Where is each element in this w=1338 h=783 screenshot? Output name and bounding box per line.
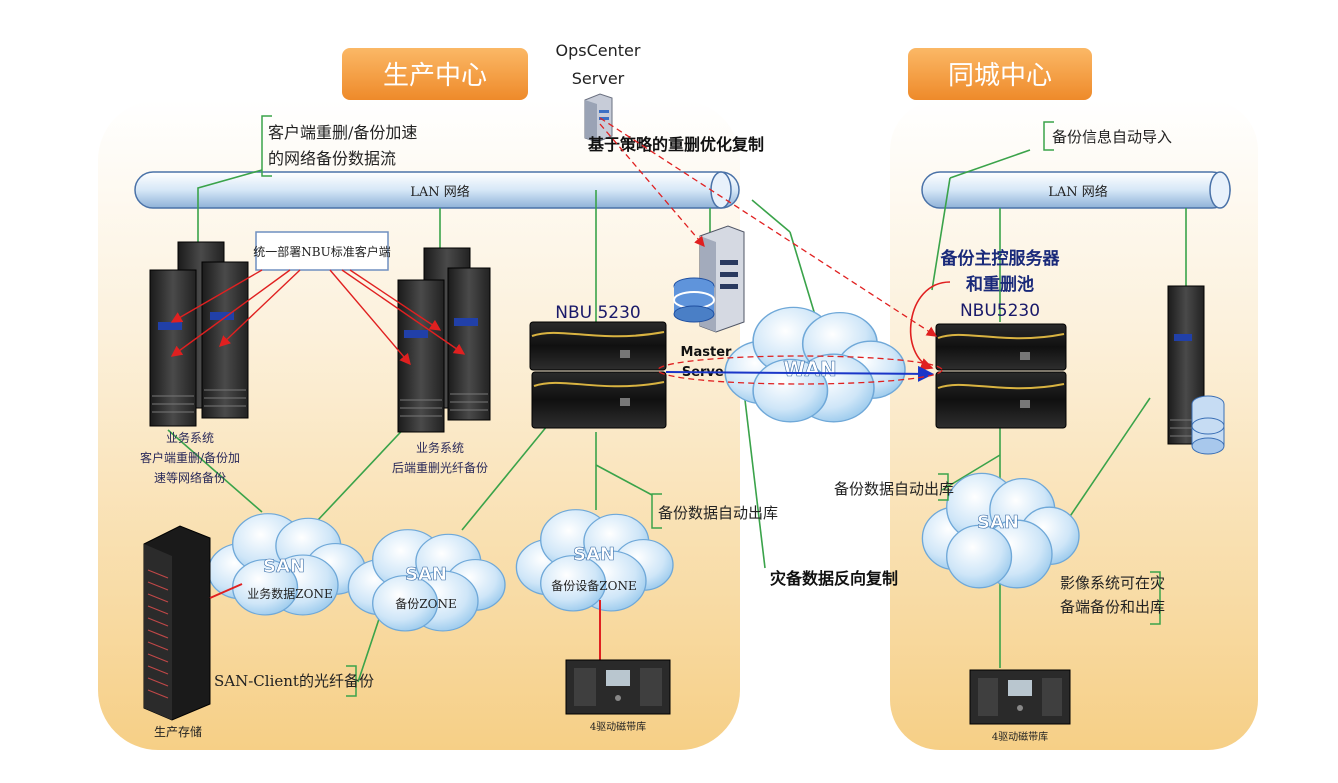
production-storage-label: 生产存储 (154, 724, 202, 739)
right-nbu-appliance (935, 323, 1067, 429)
reverse-replication-label: 灾备数据反向复制 (770, 569, 898, 588)
right-db-icon (1191, 395, 1225, 455)
left-auto-out-bracket (651, 493, 662, 529)
client-dedup-note-line1: 客户端重删/备份加速 (268, 123, 417, 142)
biz1-label-line2: 客户端重删/备份加 (140, 450, 240, 465)
master-label-line1: Master (681, 345, 732, 360)
opscenter-label-line1: OpsCenter (556, 41, 641, 60)
san2-label: SAN (405, 564, 447, 585)
left-tape-label: 4驱动磁带库 (590, 720, 646, 733)
replication-dashed-paths (599, 117, 943, 385)
nbu-client-box-label: 统一部署NBU标准客户端 (253, 244, 390, 259)
san1-label: SAN (263, 556, 305, 577)
san-client-label: SAN-Client的光纤备份 (214, 672, 374, 690)
import-note-label: 备份信息自动导入 (1052, 128, 1172, 146)
left-tape-library (565, 659, 671, 715)
storage-red-link (209, 583, 243, 599)
san3-label: SAN (573, 544, 615, 565)
left-lan-pipe (134, 171, 740, 209)
right-nbu-label: NBU5230 (960, 301, 1040, 321)
client-dedup-bracket (261, 115, 272, 177)
san1-zone: 业务数据ZONE (247, 586, 332, 601)
sametown-title: 同城中心 (948, 61, 1052, 91)
biz1-label-line1: 业务系统 (166, 430, 214, 445)
policy-replication-label: 基于策略的重删优化复制 (587, 135, 764, 154)
right-tape-label: 4驱动磁带库 (992, 730, 1048, 743)
master-db-icon (673, 277, 715, 323)
right-tape-library (969, 669, 1071, 725)
opscenter-label-line2: Server (572, 69, 625, 88)
production-storage-rack (143, 525, 211, 721)
biz1-label-line3: 速等网络备份 (154, 470, 226, 485)
biz2-label-line2: 后端重删光纤备份 (392, 461, 488, 475)
nbu-client-box (255, 231, 389, 271)
right-master-dedup-line1: 备份主控服务器 (940, 248, 1061, 269)
production-banner (342, 48, 528, 100)
left-lan-label: LAN 网络 (410, 184, 470, 200)
wan-label: WAN (783, 357, 836, 381)
left-nbu-label: NBU 5230 (555, 303, 641, 323)
wan-blue-link (665, 365, 934, 382)
right-lan-pipe (921, 171, 1231, 209)
opscenter-server-icon (584, 93, 613, 143)
production-title: 生产中心 (383, 61, 487, 91)
biz2-label-line1: 业务系统 (416, 440, 464, 455)
right-master-dedup-line2: 和重删池 (966, 274, 1034, 295)
left-nbu-appliance (529, 321, 667, 429)
right-green-links (744, 149, 1187, 668)
sametown-banner (908, 48, 1092, 100)
san-client-bracket (346, 665, 357, 697)
nbu-client-arrows (170, 269, 466, 366)
right-san-label: SAN (977, 512, 1019, 533)
image-note-bracket (1150, 571, 1161, 625)
client-dedup-note-line2: 的网络备份数据流 (268, 149, 396, 168)
right-auto-out-label: 备份数据自动出库 (834, 480, 954, 498)
image-note-line2: 备端备份和出库 (1060, 598, 1165, 616)
import-note-bracket (1043, 121, 1054, 151)
left-auto-out-label: 备份数据自动出库 (658, 504, 778, 522)
image-note-line1: 影像系统可在灾 (1060, 574, 1165, 592)
right-lan-label: LAN 网络 (1048, 184, 1108, 200)
san3-zone: 备份设备ZONE (551, 579, 636, 593)
right-auto-out-bracket (938, 473, 949, 501)
san2-zone: 备份ZONE (395, 597, 456, 611)
